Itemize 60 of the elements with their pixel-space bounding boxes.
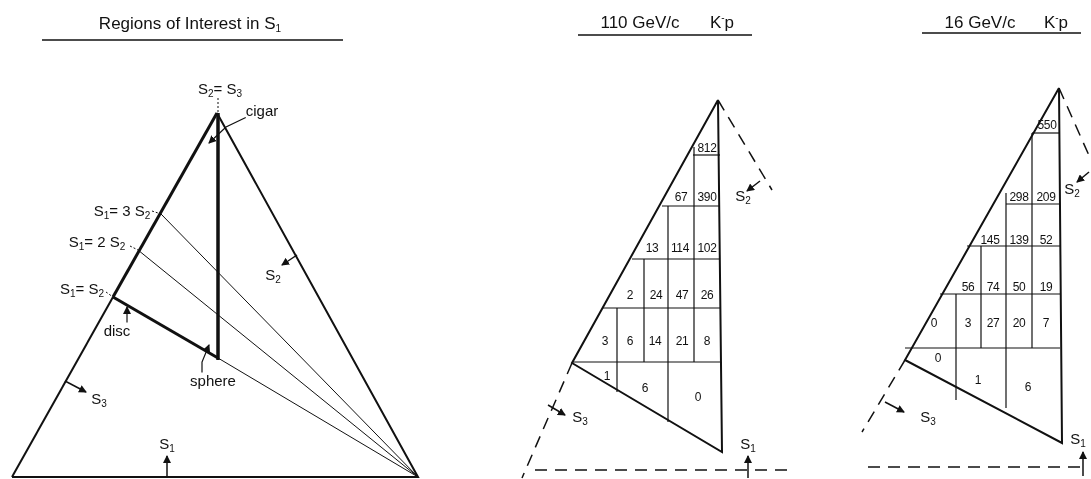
cell-value: 14 bbox=[648, 335, 662, 347]
cell-value: 3 bbox=[601, 335, 609, 347]
cell-value: 139 bbox=[1009, 234, 1029, 246]
axis-label: S$_{3}$ bbox=[91, 391, 107, 409]
callout-text: disc bbox=[103, 322, 131, 338]
cell-value: 390 bbox=[697, 191, 717, 203]
cell-value: 114 bbox=[670, 242, 690, 254]
axis-label: S$_{1}$ bbox=[1070, 431, 1086, 449]
leader-line bbox=[123, 306, 131, 324]
panel-title: K$^{-}$p bbox=[709, 13, 735, 31]
cell-value: 0 bbox=[694, 391, 702, 403]
cell-value: 0 bbox=[930, 317, 938, 329]
cell-value: 0 bbox=[934, 352, 942, 364]
cell-value: 20 bbox=[1012, 317, 1026, 329]
cell-value: 52 bbox=[1039, 234, 1053, 246]
cell-value: 56 bbox=[961, 281, 975, 293]
line-label: S$_{1}$= 2 S$_{2}$ bbox=[68, 234, 126, 252]
axis-label: S$_{2}$ bbox=[735, 188, 751, 206]
cell-value: 6 bbox=[1024, 381, 1032, 393]
cell-value: 812 bbox=[697, 142, 717, 154]
cell-value: 19 bbox=[1039, 281, 1053, 293]
callout-text: sphere bbox=[190, 372, 236, 388]
cell-value: 50 bbox=[1012, 281, 1026, 293]
cell-value: 3 bbox=[964, 317, 972, 329]
axis-label: S$_{1}$ bbox=[740, 436, 756, 454]
axis-label: S$_{3}$ bbox=[572, 409, 588, 427]
axis-label: S$_{2}$ bbox=[265, 267, 281, 285]
axis-label: S$_{2}$ bbox=[1064, 181, 1080, 199]
line-label: S$_{2}$= S$_{3}$ bbox=[197, 81, 243, 99]
panel-title: 110 GeV/c bbox=[600, 13, 680, 31]
cell-value: 13 bbox=[645, 242, 659, 254]
leader-line bbox=[201, 344, 211, 374]
cell-value: 145 bbox=[980, 234, 1000, 246]
cell-value: 21 bbox=[675, 335, 689, 347]
line-label: S$_{1}$= S$_{2}$ bbox=[59, 281, 105, 299]
cell-value: 47 bbox=[675, 289, 689, 301]
axis-label: S$_{1}$ bbox=[159, 436, 175, 454]
cell-value: 209 bbox=[1036, 191, 1056, 203]
cell-value: 7 bbox=[1042, 317, 1050, 329]
axis-label: S$_{3}$ bbox=[920, 409, 936, 427]
leader-line bbox=[208, 116, 247, 144]
cell-value: 2 bbox=[626, 289, 634, 301]
cell-value: 24 bbox=[649, 289, 663, 301]
cell-value: 74 bbox=[986, 281, 1000, 293]
cell-value: 27 bbox=[986, 317, 1000, 329]
panel-title: K$^{-}$p bbox=[1043, 13, 1069, 31]
cell-value: 102 bbox=[697, 242, 717, 254]
cell-value: 550 bbox=[1037, 119, 1057, 131]
cell-value: 67 bbox=[674, 191, 688, 203]
panel-title: Regions of Interest in S$_{1}$ bbox=[98, 14, 282, 34]
cell-value: 6 bbox=[626, 335, 634, 347]
line-label: S$_{1}$= 3 S$_{2}$ bbox=[93, 203, 151, 221]
cell-value: 26 bbox=[700, 289, 714, 301]
cell-value: 1 bbox=[974, 374, 982, 386]
panel-title: 16 GeV/c bbox=[944, 13, 1016, 31]
cell-value: 298 bbox=[1009, 191, 1029, 203]
cell-value: 6 bbox=[641, 382, 649, 394]
cell-value: 1 bbox=[603, 370, 611, 382]
cell-value: 8 bbox=[703, 335, 711, 347]
callout-text: cigar bbox=[245, 102, 279, 118]
